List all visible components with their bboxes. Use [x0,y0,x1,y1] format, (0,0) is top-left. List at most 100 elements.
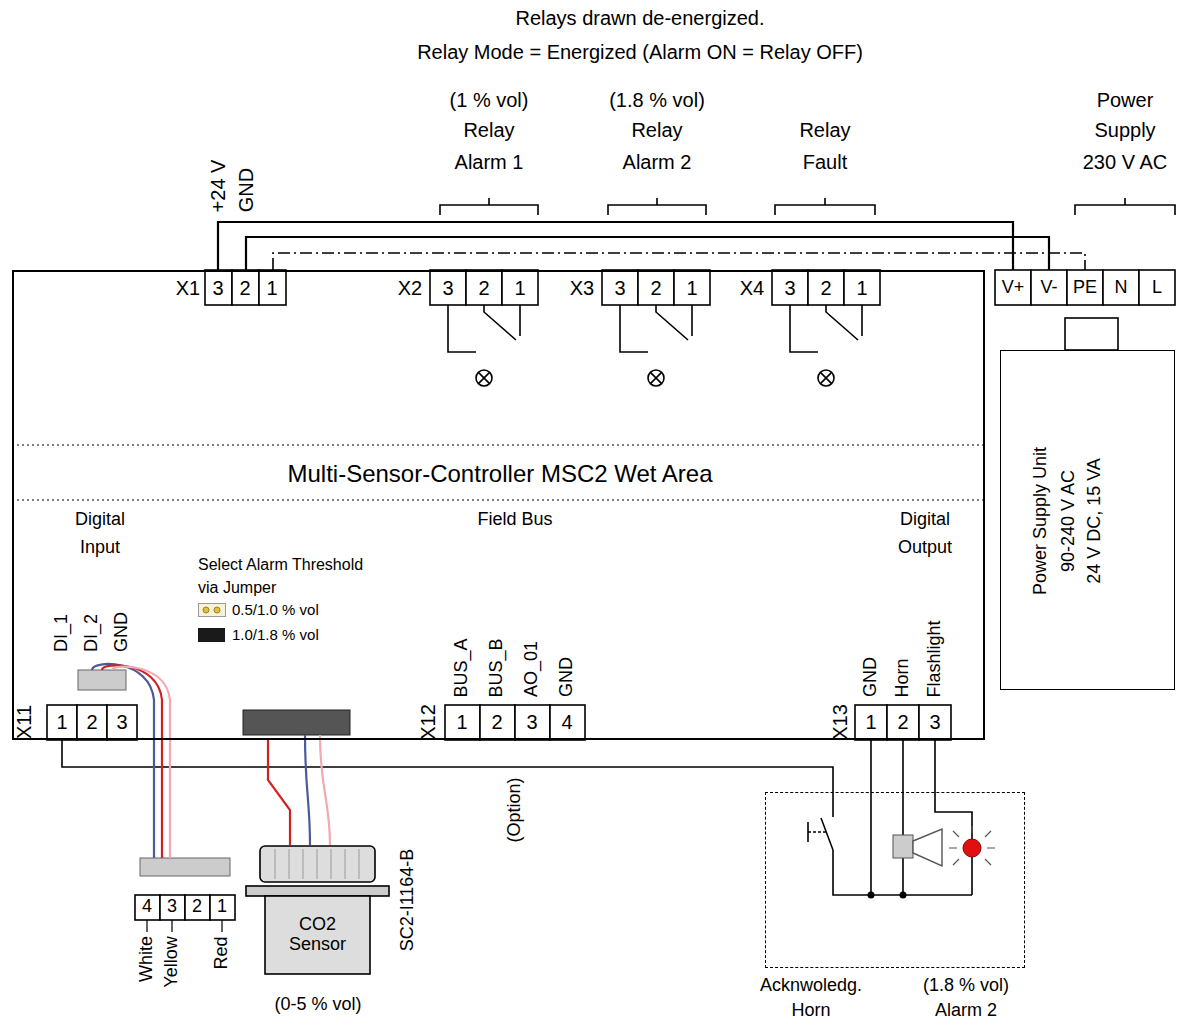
terminal-cell [602,270,638,305]
relay-label: Alarm 1 [455,151,524,173]
jumper-closed [198,628,225,642]
sensor-nut [260,846,375,882]
terminal-cell [47,705,77,740]
pin-number: 2 [239,277,250,299]
pin-number: 2 [897,711,908,733]
pin-number: 3 [212,277,223,299]
sensor-socket [243,710,350,735]
pin-number: 3 [442,277,453,299]
pin-number: 1 [56,711,67,733]
bracket [1075,198,1175,215]
terminal-cell [205,270,232,305]
horn-alarm-unit: Acknwoledg.(1.8 % vol)HornAlarm 2 [765,792,1025,968]
relay-contact [620,305,648,352]
terminal-cell [995,270,1031,305]
relay-label: Relay [463,119,514,141]
terminal-cell [185,895,210,920]
terminal-cell [502,270,538,305]
pin-number: 3 [167,897,177,917]
controller-housing: Multi-Sensor-Controller MSC2 Wet Area [12,270,985,740]
pin-number: 3 [784,277,795,299]
thread-line [289,849,290,879]
relay-label: Fault [803,151,847,173]
pin-number: 2 [86,711,97,733]
terminal-cell [77,705,107,740]
pin-number: 4 [561,711,572,733]
relay-contact [484,305,520,340]
terminal-name: X1 [176,277,200,299]
terminal-name: X12 [417,704,439,740]
terminal-cell [160,895,185,920]
note: Select Alarm Threshold [198,556,363,574]
signal-name: GND [861,657,881,697]
terminal-cell [1031,270,1067,305]
thread-line [331,849,332,879]
note: (Option) [505,777,525,842]
note: Relay Mode = Energized (Alarm ON = Relay… [417,41,863,63]
section-label: Output [898,538,952,558]
wire-color: White [137,936,157,982]
terminal-name: X11 [13,705,35,739]
output-wire [870,740,872,792]
relay-contact [790,305,818,352]
relay-label: Alarm 2 [623,151,692,173]
range-label: (0-5 % vol) [274,995,361,1015]
pin-number: 2 [820,277,831,299]
light-rays [949,826,995,865]
flashlight-symbol [963,839,981,857]
terminal-cell [466,270,502,305]
bracket [608,198,706,215]
signal-name: DI_2 [82,614,102,652]
horn-symbol [913,829,942,866]
signal-name: Horn [893,658,913,697]
relay-contact [826,305,862,340]
thread-line [345,849,346,879]
signal-name: AO_01 [522,641,542,697]
cable-wire [320,735,330,845]
wire-ack [62,740,833,817]
lamp-symbol [818,370,834,386]
relay-label: Relay [631,119,682,141]
wire-24v [218,222,1013,270]
lamp-symbol [650,372,661,383]
terminal-cell [210,895,235,920]
terminal-cell [259,270,286,305]
sensor-body [265,896,370,974]
section-label: Field Bus [477,510,552,530]
thread-line [275,849,276,879]
terminal-cell [919,705,951,740]
terminal-name: X13 [829,704,851,740]
terminal-cell [232,270,259,305]
lamp-symbol [478,372,489,383]
power-supply-unit: Power Supply Unit90-240 V AC24 V DC, 15 … [1000,350,1175,690]
wire-horn [902,740,904,895]
wire-gnd-out [870,792,872,895]
relay-contact [656,305,692,340]
terminal-cell [887,705,919,740]
section-label: Input [80,538,120,558]
terminal-name: X4 [740,277,764,299]
pin-number: 2 [491,711,502,733]
pin-number: 2 [478,277,489,299]
legend-text: 1.0/1.8 % vol [232,627,319,644]
button-contact [821,818,833,850]
cable-wire [112,667,170,858]
terminal-name: X3 [570,277,594,299]
sensor-outline [245,845,390,975]
sensor-cable [268,740,290,845]
pin-name: L [1152,278,1162,298]
signal-name: Flashlight [925,620,945,697]
terminal-cell [674,270,710,305]
node-text: (1.8 % vol) [923,976,1009,996]
node-text: Acknwoledg. [760,976,862,996]
wire-color: Yellow [162,936,182,987]
node-text: Alarm 2 [935,1001,997,1021]
cable-wire [102,665,162,858]
pin-number: 2 [192,897,202,917]
relay-label: (1.8 % vol) [609,89,705,111]
terminal-cell [1103,270,1139,305]
wire-pe [273,253,1085,270]
terminal-cell [772,270,808,305]
terminal-cell [480,705,515,740]
